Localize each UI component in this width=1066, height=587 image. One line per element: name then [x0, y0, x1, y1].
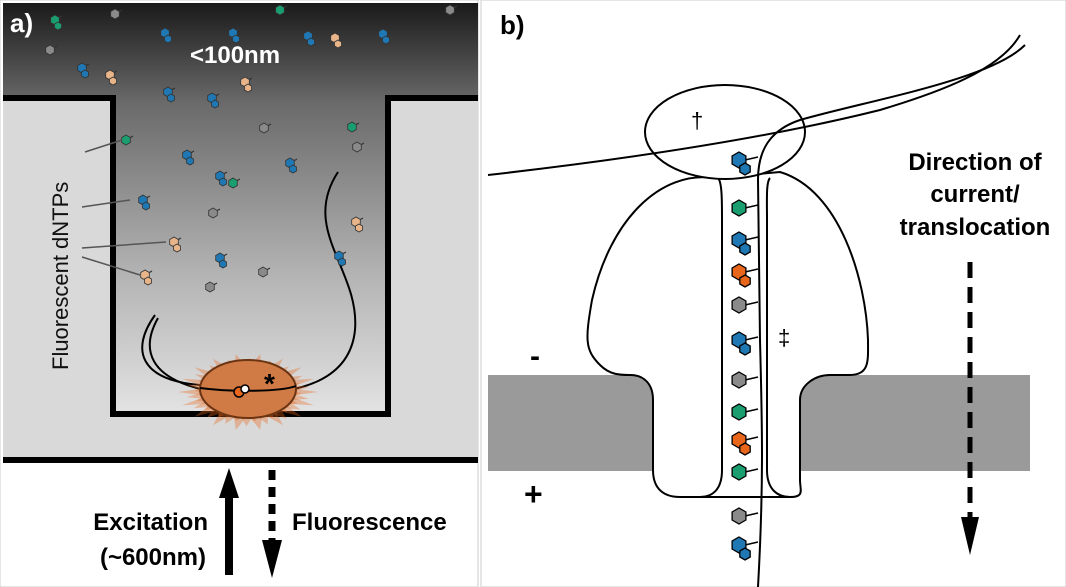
dntp-molecule [352, 141, 365, 153]
enzyme-marker: † [691, 108, 703, 133]
direction-label: translocation [900, 214, 1051, 241]
pore-dntp-blue [731, 331, 759, 356]
dntp-molecule [163, 86, 176, 103]
pore-dntp-orange [731, 263, 759, 288]
excitation-label: Excitation [93, 509, 208, 536]
dntp-molecule [445, 4, 458, 16]
dntp-molecule [228, 177, 241, 189]
dntp-molecule [105, 69, 118, 86]
direction-label: current/ [930, 181, 1020, 208]
minus-label: - [530, 340, 540, 373]
dntp-molecule [205, 281, 218, 293]
dntp-molecule [347, 121, 360, 133]
dna-strand [199, 385, 297, 392]
dntp-molecule [138, 194, 151, 211]
size-label: <100nm [190, 42, 280, 69]
dntp-molecule [208, 207, 221, 219]
fluorescence-arrow [262, 470, 282, 578]
pore-dntp-gray [731, 371, 759, 389]
dntp-molecule [334, 250, 347, 267]
nanopore-channel [699, 177, 723, 498]
dntp-molecule [50, 14, 63, 31]
pore-marker: ‡ [778, 325, 790, 350]
dntp-molecule [303, 30, 316, 47]
dntp-molecule [330, 32, 343, 49]
incorporated-dntp [240, 384, 250, 394]
dntp-molecule [258, 266, 271, 278]
cladding-left [3, 98, 113, 456]
membrane-left [488, 375, 663, 471]
nanopore-channel [765, 177, 791, 498]
pore-dntp-green [731, 463, 759, 481]
excitation-wavelength: (~600nm) [100, 544, 206, 571]
pore-dntp-orange [731, 431, 759, 456]
pore-dntp-blue [731, 231, 759, 256]
pore-dntp-blue [731, 536, 759, 561]
panel-a: * a) <100nm Fluorescent dNTPs Excitation… [0, 0, 479, 587]
membrane-right [800, 375, 1030, 471]
dntp-molecule [240, 76, 253, 93]
panel-a-label: a) [10, 8, 33, 38]
pore-dntp-tags [731, 151, 759, 561]
dntp-molecule [228, 27, 241, 44]
plus-label: + [524, 476, 543, 512]
dntp-molecule [351, 216, 364, 233]
dntp-molecule [207, 92, 220, 109]
direction-label: Direction of [908, 149, 1042, 176]
dntp-molecule [275, 4, 288, 16]
dntp-label: Fluorescent dNTPs [48, 182, 73, 370]
label-pointers [81, 139, 167, 276]
dntp-molecule [285, 157, 298, 174]
pore-dntp-green [731, 199, 759, 217]
panel-b: b) † ‡ - + Direction of current/ translo… [480, 0, 1066, 587]
fluorescence-label: Fluorescence [292, 509, 447, 536]
dntp-molecule [378, 28, 391, 45]
cladding-right [388, 98, 478, 456]
dntp-molecule [110, 8, 123, 20]
nanopore [586, 170, 870, 498]
dntp-molecule [215, 252, 228, 269]
dntp-molecule [182, 149, 195, 166]
pore-dntp-green [731, 403, 759, 421]
dntp-molecule [215, 170, 228, 187]
dntp-molecule [121, 134, 134, 146]
cladding-bottom [3, 414, 478, 458]
panel-b-label: b) [500, 10, 525, 40]
pore-dntp-blue [731, 151, 759, 176]
dntp-molecule [160, 27, 173, 44]
direction-arrow [961, 262, 979, 555]
pore-dntp-gray [731, 296, 759, 314]
pore-dntp-gray [731, 507, 759, 525]
dntp-molecule [77, 62, 90, 79]
active-site-marker: * [264, 368, 275, 399]
dna-strand [756, 44, 1026, 587]
dna-strand [148, 171, 357, 395]
dntp-molecule [140, 269, 153, 286]
free-dntps [45, 4, 458, 293]
dntp-molecule [259, 122, 272, 134]
excitation-arrow [219, 468, 239, 575]
dntp-molecule [169, 236, 182, 253]
dna-strand [141, 314, 243, 391]
dntp-molecule [45, 44, 58, 56]
motor-enzyme [644, 84, 806, 180]
